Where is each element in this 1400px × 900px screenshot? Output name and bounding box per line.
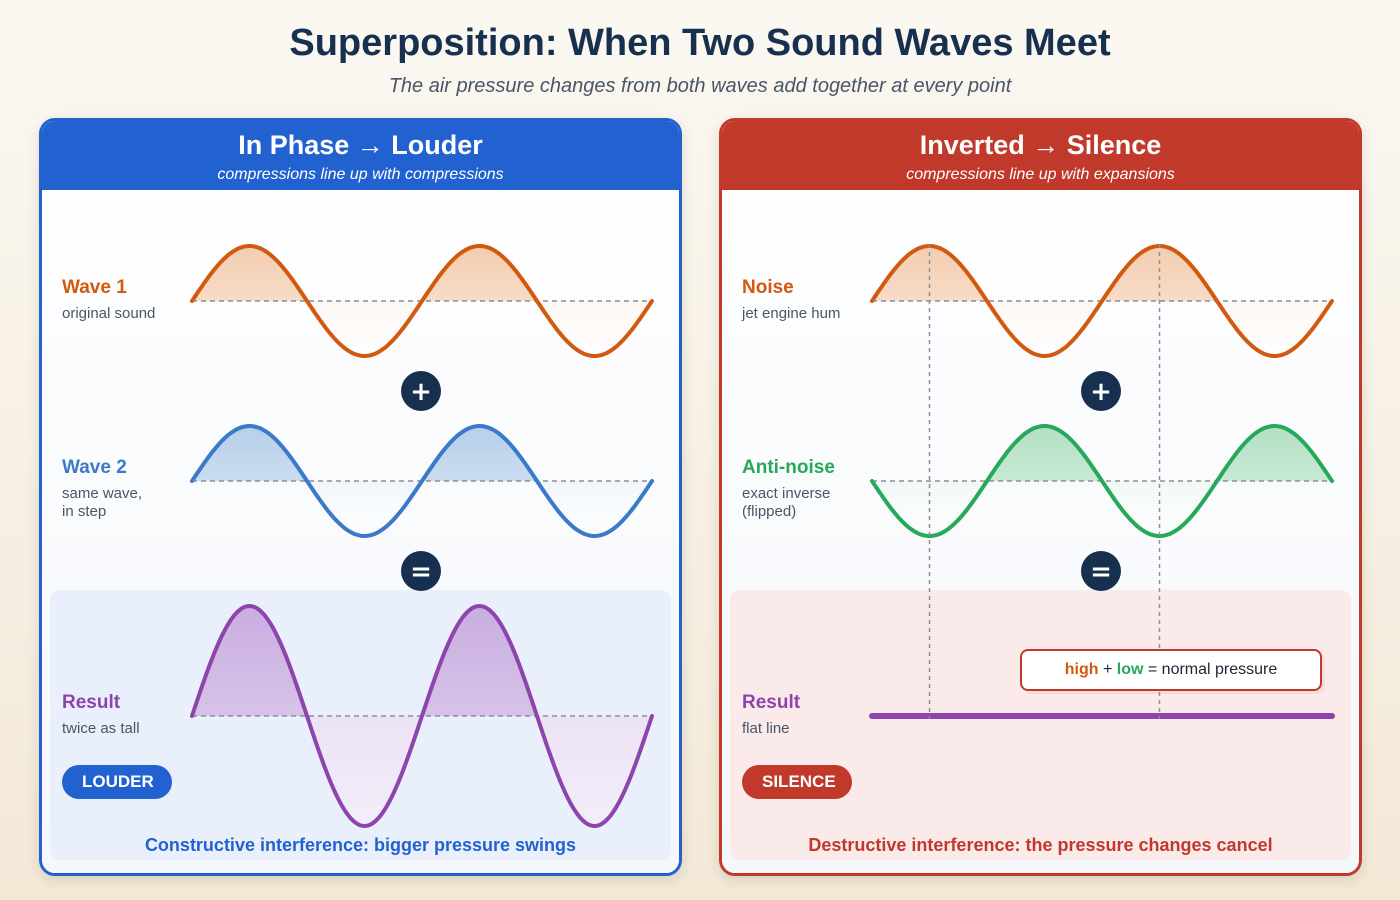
noise-plot (870, 244, 1334, 358)
constructive-panel-header: In Phase → Louder compressions line up w… (42, 121, 679, 190)
result-description: flat line (742, 720, 790, 737)
wave1-label: Wave 1 (62, 277, 127, 298)
wave-fill-positive (192, 606, 652, 716)
wave1-description: original sound (62, 305, 156, 322)
wave-line (190, 244, 654, 358)
wave-line (870, 424, 1334, 538)
result-label: Result (62, 692, 121, 713)
destructive-panel-body: Inverted → Silence compressions line up … (722, 121, 1359, 873)
constructive-panel-subtitle: compressions line up with compressions (217, 166, 504, 183)
destructive-panel-subtitle: compressions line up with expansions (906, 166, 1175, 183)
plus-operator: + (401, 371, 441, 411)
pressure-callout: high + low = normal pressure (1020, 649, 1322, 691)
callout-rest: = normal pressure (1147, 661, 1278, 678)
wave-fill-negative (192, 301, 652, 356)
noise-label: Noise (742, 277, 794, 298)
destructive-result-area (730, 590, 1351, 860)
wave2-plot (190, 424, 654, 538)
wave-fill-positive (192, 246, 652, 301)
page-subtitle: The air pressure changes from both waves… (388, 75, 1012, 97)
anti-noise-plot (870, 424, 1334, 538)
result-plot (190, 604, 654, 828)
constructive-panel-title: In Phase → Louder (238, 130, 483, 160)
svg-text:=: = (410, 557, 432, 587)
svg-text:+: + (410, 377, 432, 407)
wave-fill-positive (872, 426, 1332, 481)
wave-line (190, 424, 654, 538)
silence-badge: SILENCE (742, 765, 852, 799)
destructive-wave-diagram: + = (869, 244, 1335, 719)
constructive-wave-diagram: + = (190, 244, 654, 828)
svg-text:+: + (1090, 377, 1112, 407)
constructive-panel-body: In Phase → Louder compressions line up w… (42, 121, 679, 873)
wave2-label: Wave 2 (62, 457, 127, 478)
result-description: twice as tall (62, 720, 140, 737)
anti-noise-description-line1: exact inverse (742, 485, 831, 502)
plus-operator: + (1081, 371, 1121, 411)
callout-high: high (1064, 661, 1099, 678)
destructive-footer: Destructive interference: the pressure c… (808, 835, 1273, 855)
anti-noise-description-line2: (flipped) (742, 503, 797, 520)
result-label: Result (742, 692, 801, 713)
wave-line (870, 244, 1334, 358)
wave-fill-negative (872, 481, 1332, 536)
wave-line (190, 604, 654, 828)
alignment-guides (928, 244, 1161, 719)
wave-fill-positive (192, 426, 652, 481)
wave-fill-positive (872, 246, 1332, 301)
constructive-footer: Constructive interference: bigger pressu… (144, 835, 577, 855)
louder-badge: LOUDER (62, 765, 172, 799)
callout-low: low (1116, 661, 1144, 678)
anti-noise-label: Anti-noise (742, 457, 835, 478)
wave-fill-negative (872, 301, 1332, 356)
page-title: Superposition: When Two Sound Waves Meet (289, 22, 1111, 64)
wave2-description-line1: same wave, (62, 485, 143, 502)
equals-operator: = (401, 551, 441, 591)
callout-plus: + (1102, 661, 1113, 678)
equals-operator: = (1081, 551, 1121, 591)
destructive-panel-title: Inverted → Silence (919, 130, 1162, 160)
wave-fill-negative (192, 716, 652, 826)
noise-description: jet engine hum (742, 305, 841, 322)
wave1-plot (190, 244, 654, 358)
constructive-panel: In Phase → Louder compressions line up w… (39, 118, 682, 876)
destructive-panel-header: Inverted → Silence compressions line up … (722, 121, 1359, 190)
destructive-panel: Inverted → Silence compressions line up … (719, 118, 1362, 876)
wave-fill-negative (192, 481, 652, 536)
wave2-description-line2: in step (62, 503, 107, 520)
svg-text:=: = (1090, 557, 1112, 587)
